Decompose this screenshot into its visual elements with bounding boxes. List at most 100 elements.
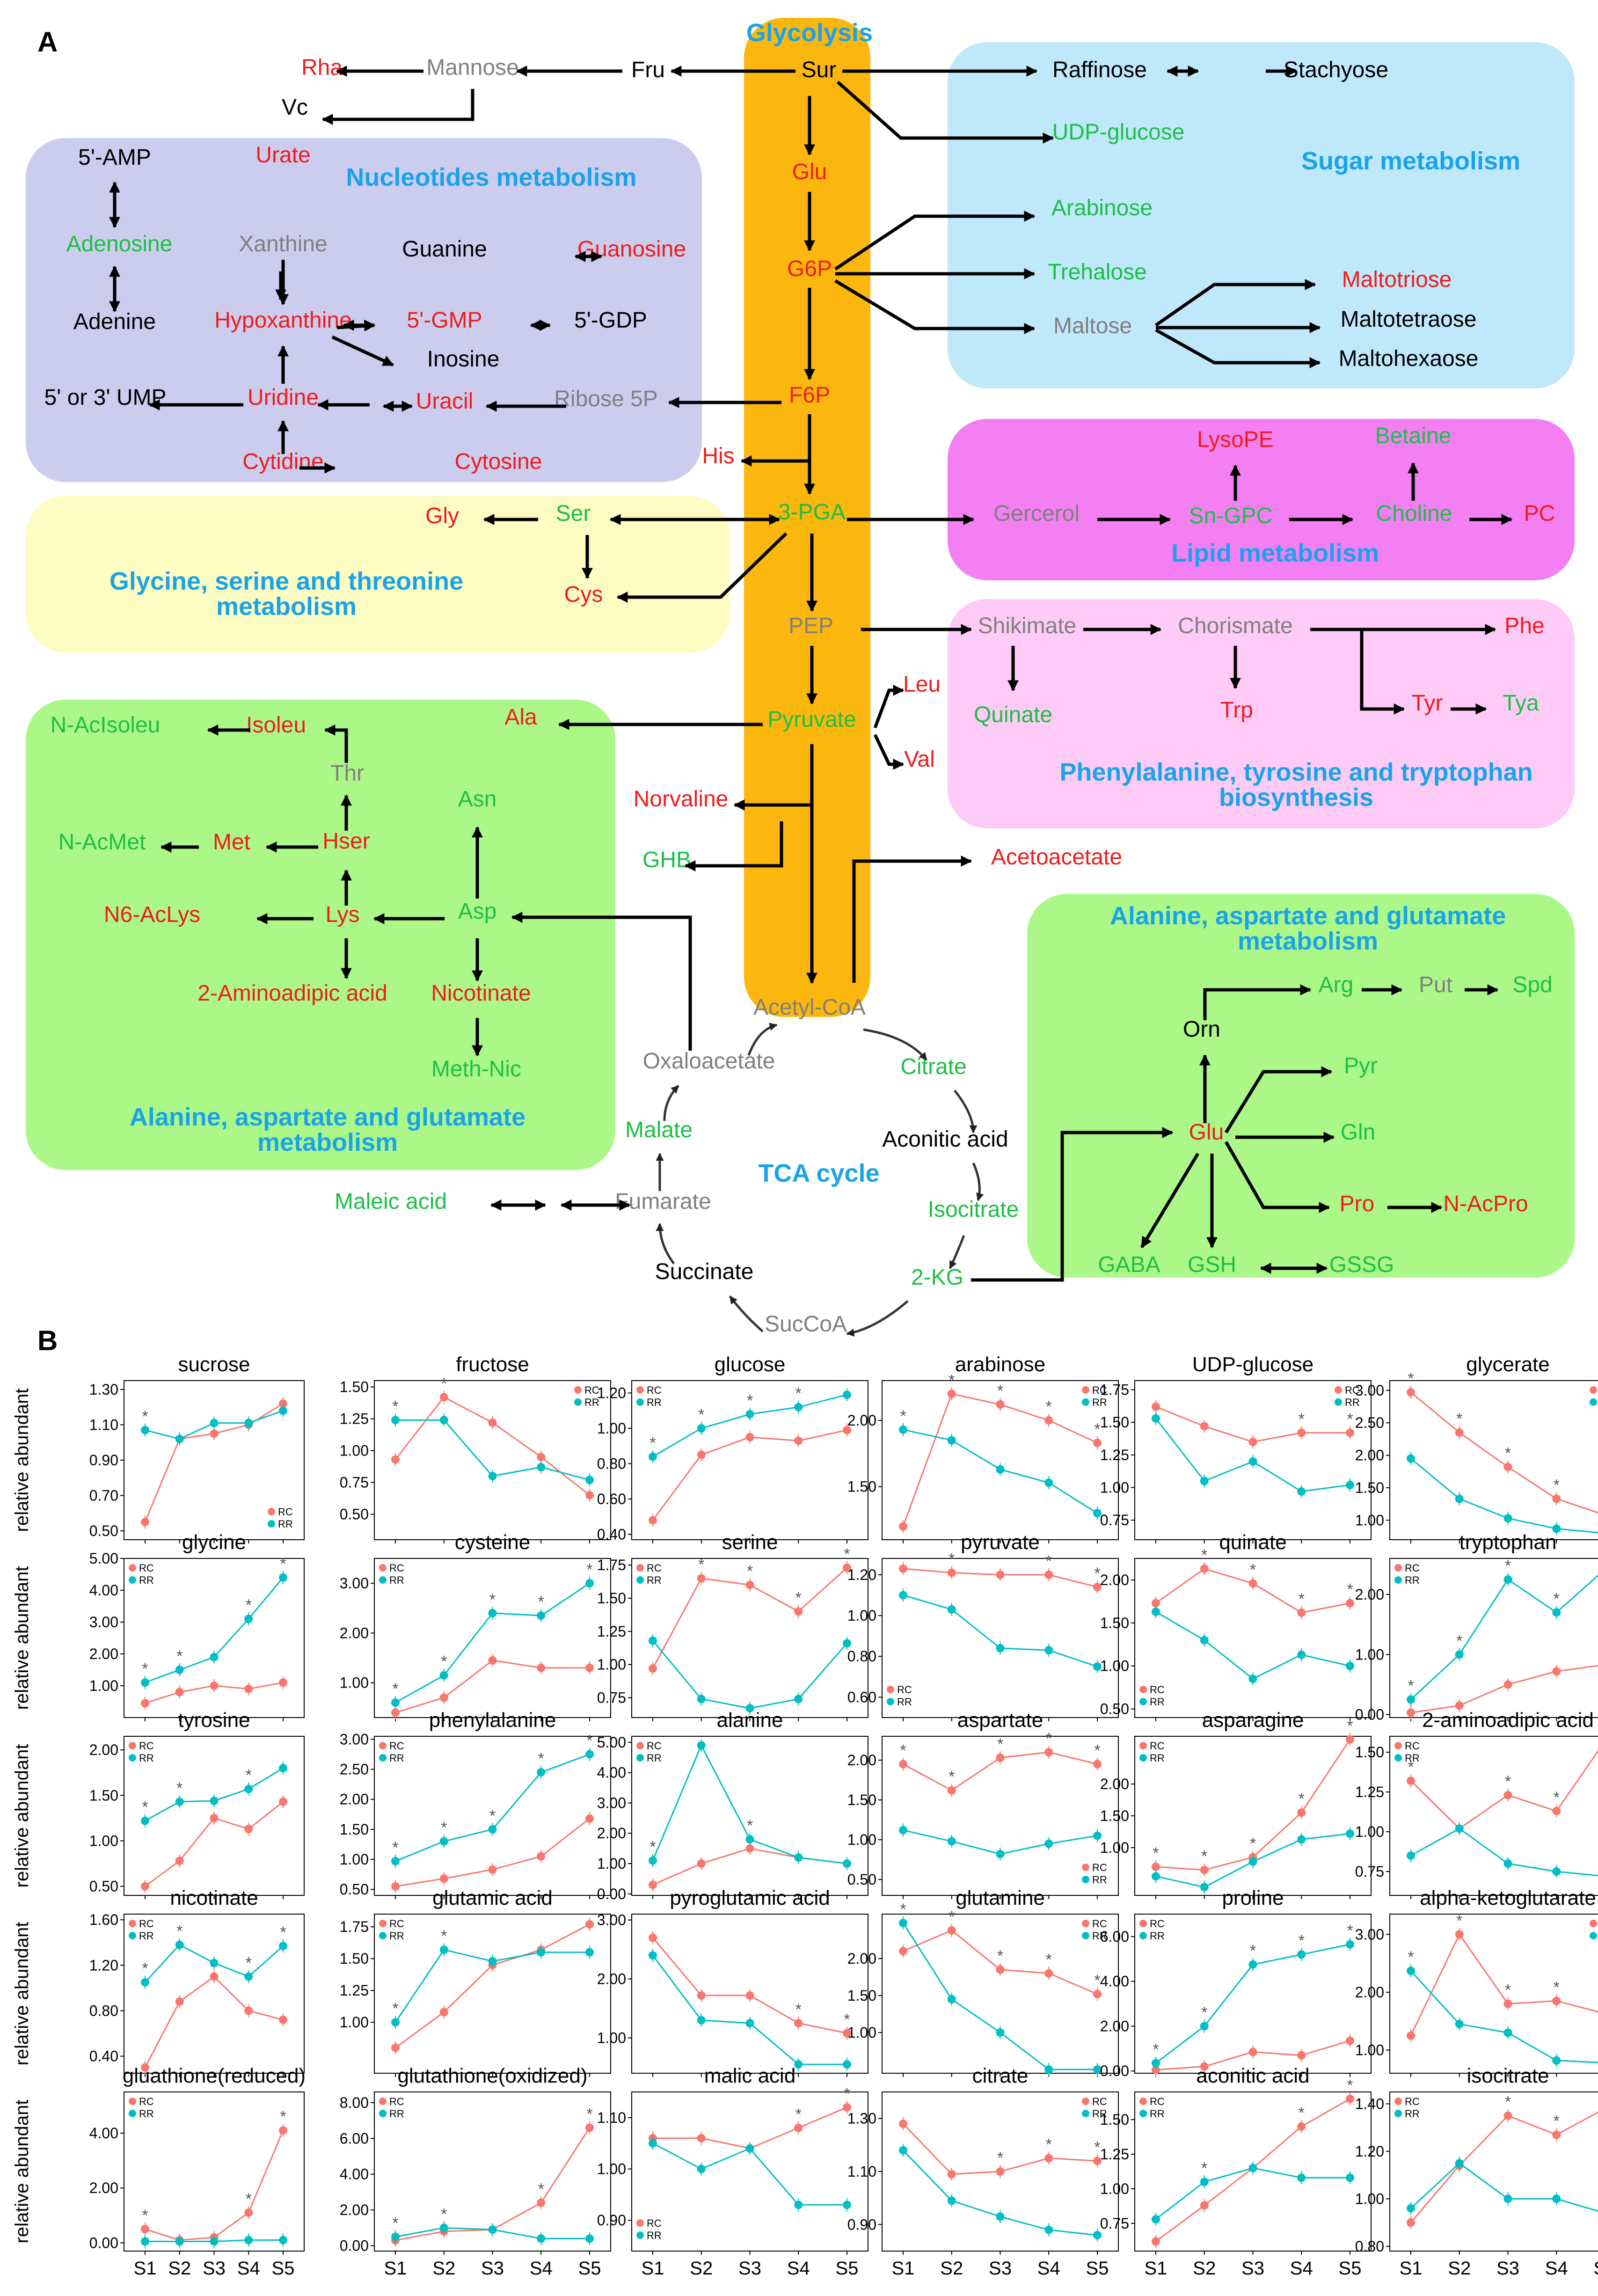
data-point-RC <box>1093 1760 1102 1769</box>
data-point-RR <box>899 2146 907 2155</box>
data-point-RR <box>745 1704 754 1713</box>
data-point-RR <box>1200 1477 1209 1485</box>
significance-star: * <box>1094 1742 1100 1760</box>
data-point-RC <box>697 1991 706 2000</box>
y-tick-label: 1.50 <box>340 1379 369 1396</box>
region-title-sugar: Sugar metabolism <box>1301 147 1520 175</box>
y-tick-label: 0.80 <box>89 2002 118 2019</box>
legend-label-RR: RR <box>647 2230 662 2241</box>
data-point-RC <box>1346 2094 1354 2103</box>
y-tick-label: 4.00 <box>1100 1973 1129 1990</box>
node-raffinose: Raffinose <box>1052 58 1147 82</box>
node-sngpc: Sn-GPC <box>1189 504 1273 528</box>
node-citrate: Citrate <box>900 1054 966 1079</box>
significance-star: * <box>1456 1632 1462 1650</box>
region-title-line: Alanine, aspartate and glutamate <box>130 1103 525 1131</box>
data-point-RR <box>585 1476 594 1484</box>
data-point-RC <box>210 1813 219 1822</box>
data-point-RC <box>1407 1777 1415 1785</box>
data-point-RC <box>175 1997 184 2006</box>
data-point-RR <box>488 1472 497 1480</box>
y-tick-label: 1.40 <box>1355 2095 1384 2112</box>
data-point-RR <box>1248 2164 1257 2172</box>
x-tick-label: S3 <box>203 2258 226 2279</box>
data-point-RC <box>439 1874 448 1883</box>
y-tick-label: 0.80 <box>597 1455 626 1472</box>
y-tick-label: 3.00 <box>597 1912 626 1929</box>
node-lys: Lys <box>326 902 360 927</box>
legend-marker-RR <box>1394 2110 1402 2117</box>
chart-title: proline <box>1222 1887 1284 1909</box>
x-tick-label: S5 <box>1086 2258 1109 2279</box>
data-point-RC <box>1503 1462 1512 1471</box>
chart-title: quinate <box>1219 1531 1286 1554</box>
significance-star: * <box>392 1839 398 1857</box>
data-point-RC <box>537 2198 546 2207</box>
node-nacisoleu: N-AcIsoleu <box>51 713 161 738</box>
data-point-RC <box>1248 1437 1257 1446</box>
legend-marker-RC <box>1394 2098 1402 2105</box>
legend-marker-RC <box>129 1742 136 1749</box>
y-tick-label: 2.00 <box>847 1950 876 1967</box>
pathway-arrow <box>1360 629 1405 715</box>
pathway-arrow <box>834 279 1036 334</box>
significance-star: * <box>1554 1978 1560 1996</box>
region-title-line: Glycolysis <box>746 19 873 47</box>
node-pyr: Pyr <box>1344 1053 1378 1078</box>
node-quinate: Quinate <box>974 702 1052 727</box>
panel-b-plots: sucrose0.500.700.901.101.30*RCRRfructose… <box>12 1353 1598 2279</box>
data-point-RR <box>1503 1859 1512 1868</box>
x-tick-label: S1 <box>384 2258 407 2279</box>
data-point-RR <box>488 1825 497 1834</box>
x-tick-label: S5 <box>578 2258 601 2279</box>
data-point-RR <box>745 1835 754 1844</box>
data-point-RR <box>279 1942 287 1950</box>
data-point-RC <box>210 1429 219 1438</box>
node-ghb: GHB <box>642 848 691 872</box>
legend-label-RR: RR <box>1150 2108 1165 2120</box>
data-point-RR <box>1503 2028 1512 2037</box>
chart-title: glutamic acid <box>432 1887 553 1909</box>
legend-label-RR: RR <box>647 1752 662 1764</box>
data-point-RR <box>794 1403 803 1411</box>
significance-star: * <box>1347 2077 1353 2094</box>
significance-star: * <box>441 1653 447 1671</box>
legend-label-RR: RR <box>1092 1397 1107 1408</box>
legend-marker-RR <box>1139 1932 1147 1939</box>
legend-label-RC: RC <box>584 1384 599 1396</box>
data-point-RC <box>1044 1748 1053 1756</box>
node-succoa: SucCoA <box>765 1312 847 1337</box>
data-point-RR <box>1248 1857 1257 1866</box>
tca-cycle-arrow <box>954 1090 978 1133</box>
data-point-RR <box>947 1995 956 2004</box>
pathway-arrow <box>1203 984 1312 1020</box>
data-point-RR <box>210 1419 219 1427</box>
significance-star: * <box>246 1596 252 1614</box>
significance-star: * <box>1408 1370 1414 1388</box>
data-point-RC <box>1200 2062 1209 2071</box>
legend-label-RR: RR <box>389 1930 404 1942</box>
data-point-RC <box>210 1972 219 1981</box>
chart-title: cysteine <box>455 1531 530 1554</box>
significance-star: * <box>176 1647 182 1665</box>
data-point-RR <box>210 1796 219 1805</box>
data-point-RR <box>745 2018 754 2027</box>
significance-star: * <box>246 2190 252 2208</box>
node-ump: 5' or 3' UMP <box>44 385 166 410</box>
node-phe: Phe <box>1504 614 1544 638</box>
data-point-RR <box>391 1698 400 1707</box>
significance-star: * <box>1299 2104 1305 2122</box>
data-point-RR <box>996 2212 1005 2221</box>
region-title-line: Alanine, aspartate and glutamate <box>1110 902 1506 930</box>
x-tick-label: S3 <box>481 2258 504 2279</box>
plot-frame <box>631 1380 868 1540</box>
chart-title: isocitrate <box>1467 2064 1549 2087</box>
data-point-RR <box>244 1419 253 1427</box>
y-tick-label: 1.00 <box>1355 1512 1384 1528</box>
legend-label-RC: RC <box>1092 1918 1107 1930</box>
significance-star: * <box>997 2149 1003 2167</box>
legend-marker-RR <box>379 1576 387 1584</box>
